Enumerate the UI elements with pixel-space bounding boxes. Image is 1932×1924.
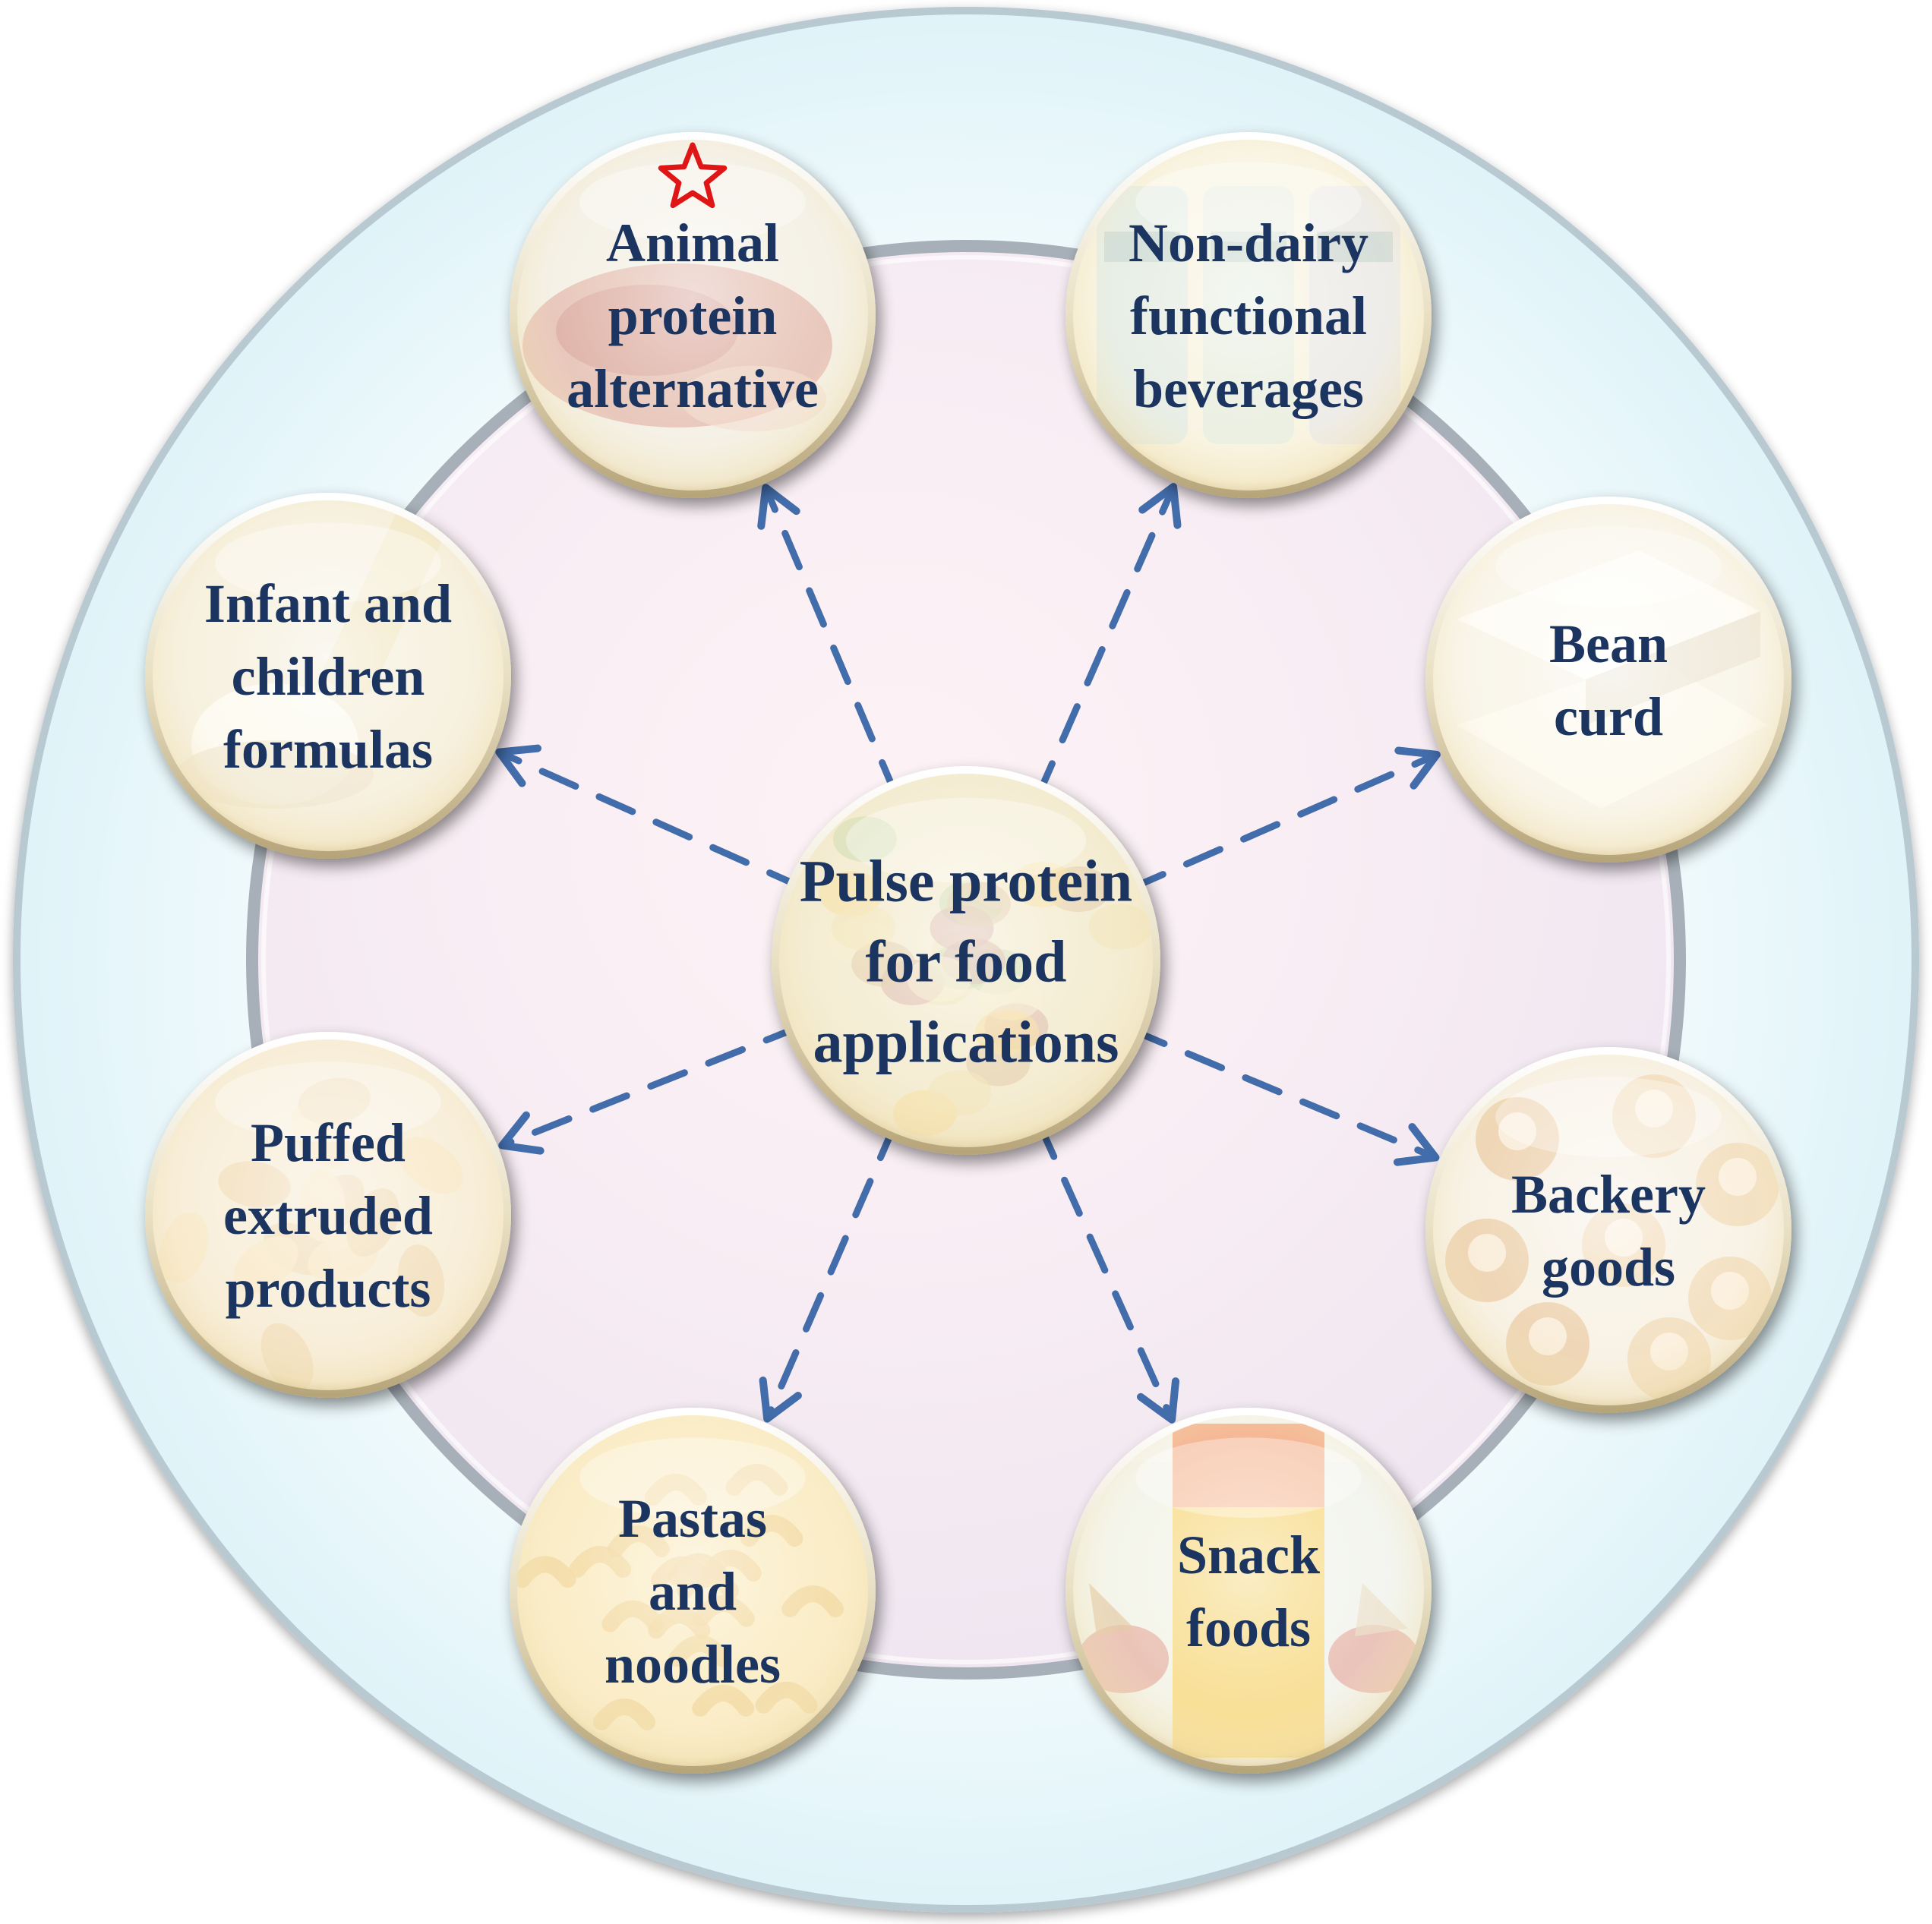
infant-and-children-formulas-label-line: children	[232, 646, 425, 707]
arrow-to-backery-goods	[1127, 1026, 1440, 1166]
snack-foods-bubble: Snack foods	[1065, 1408, 1432, 1774]
snack-foods-label-line: foods	[1186, 1598, 1311, 1658]
non-dairy-functional-beverages-label-line: beverages	[1133, 358, 1364, 419]
infant-and-children-formulas-bubble: Infant and children formulas	[145, 493, 511, 859]
non-dairy-functional-beverages-bubble: Non-dairy functional beverages	[1065, 132, 1432, 498]
animal-protein-alternative-label-line: alternative	[567, 358, 819, 419]
snack-foods-label-line: Snack	[1177, 1525, 1320, 1585]
animal-protein-alternative-bubble: Animal protein alternative	[510, 132, 876, 498]
backery-goods-label-line: Backery	[1511, 1164, 1706, 1225]
pastas-and-noodles-label-line: noodles	[605, 1634, 781, 1695]
infant-and-children-formulas-label-line: Infant and	[204, 573, 452, 634]
star-icon	[658, 142, 728, 209]
bean-curd-label-line: Bean	[1549, 613, 1668, 674]
non-dairy-functional-beverages-label-line: Non-dairy	[1129, 213, 1368, 273]
center-label-line: applications	[813, 1008, 1119, 1074]
animal-protein-alternative-label-line: protein	[608, 285, 778, 346]
puffed-extruded-products-label-line: extruded	[223, 1185, 433, 1246]
pastas-and-noodles-label-line: and	[649, 1561, 737, 1622]
pastas-and-noodles-label-line: Pastas	[618, 1488, 767, 1549]
animal-protein-alternative-label-line: Animal	[606, 213, 779, 273]
backery-goods-bubble: Backery goods	[1425, 1047, 1792, 1413]
arrow-to-puffed-extruded-products	[498, 1023, 804, 1155]
bean-curd-label-line: curd	[1554, 686, 1663, 747]
center-label-line: Pulse protein	[800, 847, 1132, 913]
non-dairy-functional-beverages-label-line: functional	[1130, 285, 1367, 346]
puffed-extruded-products-bubble: Puffed extruded products	[145, 1032, 511, 1398]
arrow-to-snack-foods	[1035, 1119, 1180, 1424]
arrow-to-bean-curd	[1125, 746, 1441, 893]
inner-ring-highlight	[261, 255, 1671, 1664]
pastas-and-noodles-bubble: Pastas and noodles	[510, 1408, 876, 1774]
infant-and-children-formulas-label-line: formulas	[223, 719, 433, 780]
arrow-to-infant-and-children-formulas	[495, 744, 807, 891]
arrow-to-pastas-and-noodles	[759, 1121, 898, 1423]
bean-curd-bubble: Bean curd	[1425, 497, 1792, 863]
center-label-line: for food	[865, 928, 1066, 994]
puffed-extruded-products-label-line: Puffed	[251, 1112, 406, 1173]
backery-goods-label-line: goods	[1542, 1237, 1675, 1298]
arrows-layer	[495, 483, 1441, 1424]
arrow-to-non-dairy-functional-beverages	[1034, 483, 1182, 801]
center-bubble: Pulse protein for food applications	[772, 766, 1160, 1155]
puffed-extruded-products-label-line: products	[226, 1258, 431, 1319]
bubbles-layer: Pulse protein for food applications Animal p…	[145, 132, 1792, 1774]
arrow-to-animal-protein-alternative	[757, 484, 900, 800]
